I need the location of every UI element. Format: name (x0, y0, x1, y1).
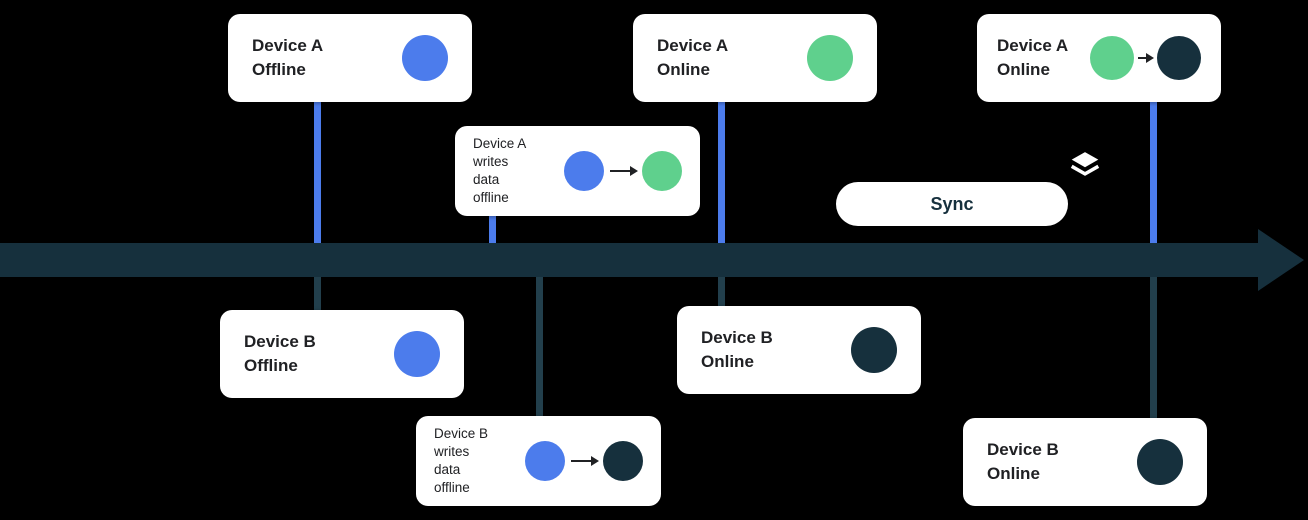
data-dot-green (807, 35, 853, 81)
device-label: Device A (997, 36, 1069, 55)
status-label: Online (987, 464, 1040, 483)
sync-label: Sync (930, 193, 974, 214)
data-dot-dark (1157, 36, 1201, 80)
connector-line-device-a-online-sync (1150, 100, 1157, 246)
data-dot-green (1090, 36, 1134, 80)
timeline-arrowhead-icon (1258, 229, 1304, 291)
device-label: Device B (244, 332, 316, 351)
writes-label: Device B writes data offline (434, 426, 489, 495)
data-dot-blue (402, 35, 448, 81)
write-arrow-icon (571, 454, 599, 467)
sync-pill: Sync (836, 182, 1068, 226)
card-device-b-offline: Device B Offline (220, 310, 464, 398)
connector-line-device-b-online (718, 274, 725, 310)
connector-line-device-a-writes (489, 212, 496, 246)
status-label: Offline (252, 60, 306, 79)
data-dot-dark (851, 327, 897, 373)
data-dot-green (642, 151, 682, 191)
connector-line-device-b-online-sync (1150, 274, 1157, 422)
writes-label: Device A writes data offline (473, 136, 527, 205)
status-label: Offline (244, 356, 298, 375)
device-label: Device B (701, 328, 773, 347)
data-dot-dark (603, 441, 643, 481)
data-dot-blue (394, 331, 440, 377)
data-dot-dark (1137, 439, 1183, 485)
connector-line-device-b-writes (536, 274, 543, 420)
device-label: Device A (657, 36, 729, 55)
status-label: Online (997, 60, 1050, 79)
connector-line-device-a-offline (314, 100, 321, 246)
card-device-b-online-sync: Device B Online (963, 418, 1207, 506)
card-device-a-writes: Device A writes data offline (455, 126, 700, 216)
device-label: Device A (252, 36, 324, 55)
card-device-a-online-sync: Device A Online (977, 14, 1221, 102)
connector-line-device-b-offline (314, 274, 321, 314)
card-device-b-writes: Device B writes data offline (416, 416, 661, 506)
card-device-a-offline: Device A Offline (228, 14, 472, 102)
sync-arrow-icon (1138, 51, 1154, 64)
layers-icon (1066, 147, 1104, 185)
device-label: Device B (987, 440, 1059, 459)
data-dot-blue (525, 441, 565, 481)
card-device-b-online: Device B Online (677, 306, 921, 394)
timeline-bar (0, 243, 1260, 277)
connector-line-device-a-online (718, 100, 725, 246)
status-label: Online (657, 60, 710, 79)
card-device-a-online: Device A Online (633, 14, 877, 102)
data-dot-blue (564, 151, 604, 191)
status-label: Online (701, 352, 754, 371)
write-arrow-icon (610, 164, 638, 177)
